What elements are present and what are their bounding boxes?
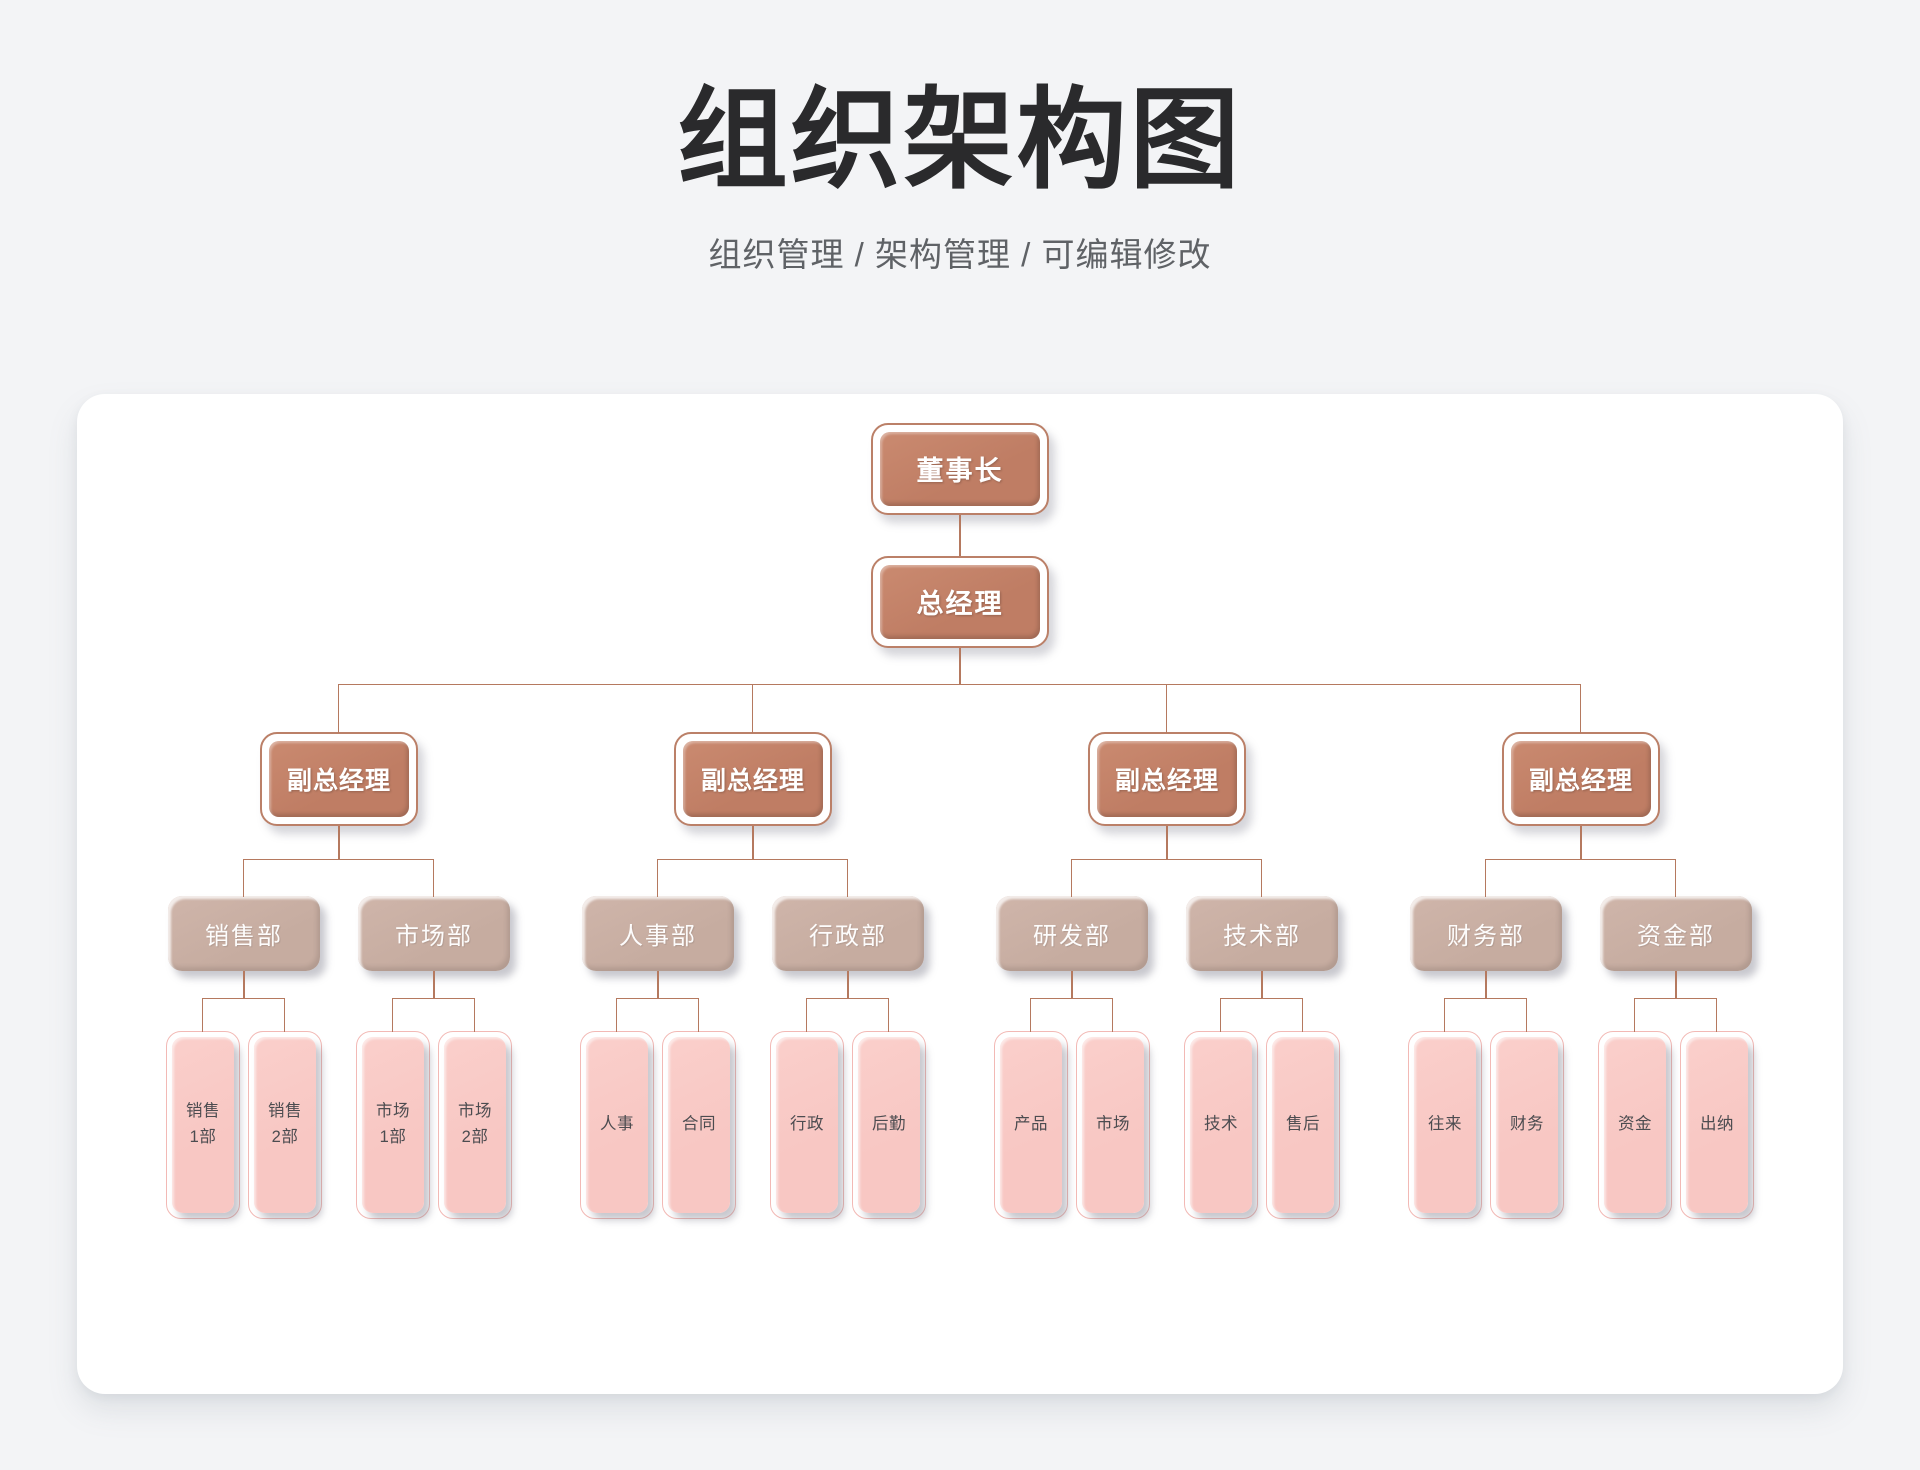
unit-label: 资金 <box>1604 1036 1666 1213</box>
node-unit-contract: 合同 <box>662 1030 736 1219</box>
node-general-manager: 总经理 <box>871 555 1049 648</box>
node-unit-aftersales: 售后 <box>1266 1030 1340 1219</box>
org-group-3: 副总经理 研发部 产品 <box>960 683 1375 1219</box>
node-unit-sales-2: 销售 2部 <box>248 1030 322 1219</box>
dept-hr: 人事部 人事 合同 <box>563 858 754 1219</box>
dept-marketing: 市场部 市场 1部 市场 2部 <box>338 858 529 1219</box>
unit-label: 销售 2部 <box>254 1036 316 1213</box>
node-unit-product: 产品 <box>994 1030 1068 1219</box>
units-row: 销售 1部 销售 2部 <box>162 970 326 1219</box>
unit-label: 财务 <box>1496 1036 1558 1213</box>
unit-item: 技术 <box>1180 997 1263 1219</box>
node-dept-sales: 销售部 <box>168 895 320 971</box>
units-row: 产品 市场 <box>990 970 1154 1219</box>
units-row: 技术 售后 <box>1180 970 1344 1219</box>
node-unit-logistics: 后勤 <box>852 1030 926 1219</box>
dept-admin: 行政部 行政 后勤 <box>752 858 943 1219</box>
unit-item: 出纳 <box>1675 997 1758 1219</box>
node-dept-tech: 技术部 <box>1186 895 1338 971</box>
unit-label: 产品 <box>1000 1036 1062 1213</box>
chart-card: 董事长 总经理 副总经理 销售部 <box>77 393 1843 1394</box>
node-unit-sales-1: 销售 1部 <box>166 1030 240 1219</box>
node-vice-gm-4: 副总经理 <box>1502 731 1660 826</box>
unit-item: 合同 <box>657 997 740 1219</box>
node-vice-gm-4-label: 副总经理 <box>1511 740 1651 817</box>
node-unit-cashier: 出纳 <box>1680 1030 1754 1219</box>
node-unit-tech: 技术 <box>1184 1030 1258 1219</box>
departments-row: 人事部 人事 合同 <box>563 825 943 1219</box>
dept-finance: 财务部 往来 财务 <box>1391 858 1582 1219</box>
node-vice-gm-1: 副总经理 <box>260 731 418 826</box>
departments-row: 研发部 产品 市场 <box>977 825 1357 1219</box>
units-row: 市场 1部 市场 2部 <box>352 970 516 1219</box>
node-vice-gm-3: 副总经理 <box>1088 731 1246 826</box>
org-group-2: 副总经理 人事部 人事 <box>546 683 961 1219</box>
unit-item: 产品 <box>990 997 1073 1219</box>
unit-label: 行政 <box>776 1036 838 1213</box>
unit-label: 合同 <box>668 1036 730 1213</box>
unit-label: 出纳 <box>1686 1036 1748 1213</box>
node-dept-finance: 财务部 <box>1410 895 1562 971</box>
dept-rnd: 研发部 产品 市场 <box>977 858 1168 1219</box>
node-general-manager-label: 总经理 <box>880 564 1040 639</box>
node-vice-gm-2: 副总经理 <box>674 731 832 826</box>
unit-label: 后勤 <box>858 1036 920 1213</box>
dept-sales: 销售部 销售 1部 销售 2部 <box>149 858 340 1219</box>
unit-label: 人事 <box>586 1036 648 1213</box>
unit-label: 市场 2部 <box>444 1036 506 1213</box>
node-unit-transactions: 往来 <box>1408 1030 1482 1219</box>
org-group-1: 副总经理 销售部 销售 1部 <box>132 683 547 1219</box>
unit-item: 资金 <box>1594 997 1677 1219</box>
org-group-4: 副总经理 财务部 往来 <box>1373 683 1788 1219</box>
unit-item: 行政 <box>766 997 849 1219</box>
unit-item: 销售 1部 <box>162 997 245 1219</box>
unit-label: 技术 <box>1190 1036 1252 1213</box>
node-chairman: 董事长 <box>871 422 1049 515</box>
unit-item: 后勤 <box>847 997 930 1219</box>
units-row: 行政 后勤 <box>766 970 930 1219</box>
vice-gm-row: 副总经理 销售部 销售 1部 <box>132 647 1788 1219</box>
node-dept-marketing: 市场部 <box>358 895 510 971</box>
units-row: 资金 出纳 <box>1594 970 1758 1219</box>
node-dept-funds: 资金部 <box>1600 895 1752 971</box>
units-row: 往来 财务 <box>1404 970 1568 1219</box>
node-unit-marketing-1: 市场 1部 <box>356 1030 430 1219</box>
node-unit-admin: 行政 <box>770 1030 844 1219</box>
unit-item: 财务 <box>1485 997 1568 1219</box>
unit-label: 销售 1部 <box>172 1036 234 1213</box>
units-row: 人事 合同 <box>576 970 740 1219</box>
org-chart: 董事长 总经理 副总经理 销售部 <box>77 394 1843 1219</box>
unit-label: 市场 <box>1082 1036 1144 1213</box>
node-vice-gm-3-label: 副总经理 <box>1097 740 1237 817</box>
departments-row: 财务部 往来 财务 <box>1391 825 1771 1219</box>
node-dept-rnd: 研发部 <box>996 895 1148 971</box>
unit-item: 市场 <box>1071 997 1154 1219</box>
node-unit-hr: 人事 <box>580 1030 654 1219</box>
unit-item: 市场 1部 <box>352 997 435 1219</box>
unit-item: 销售 2部 <box>243 997 326 1219</box>
node-chairman-label: 董事长 <box>880 431 1040 506</box>
dept-funds: 资金部 资金 出纳 <box>1580 858 1771 1219</box>
node-vice-gm-2-label: 副总经理 <box>683 740 823 817</box>
node-unit-finance: 财务 <box>1490 1030 1564 1219</box>
node-unit-marketing-2: 市场 2部 <box>438 1030 512 1219</box>
departments-row: 销售部 销售 1部 销售 2部 <box>149 825 529 1219</box>
unit-item: 往来 <box>1404 997 1487 1219</box>
page-title: 组织架构图 <box>677 79 1243 202</box>
node-unit-funds: 资金 <box>1598 1030 1672 1219</box>
unit-label: 市场 1部 <box>362 1036 424 1213</box>
unit-label: 售后 <box>1272 1036 1334 1213</box>
page-subtitle: 组织管理 / 架构管理 / 可编辑修改 <box>708 235 1212 273</box>
unit-item: 人事 <box>576 997 659 1219</box>
unit-label: 往来 <box>1414 1036 1476 1213</box>
node-unit-market: 市场 <box>1076 1030 1150 1219</box>
dept-tech: 技术部 技术 售后 <box>1166 858 1357 1219</box>
node-vice-gm-1-label: 副总经理 <box>269 740 409 817</box>
unit-item: 售后 <box>1261 997 1344 1219</box>
node-dept-hr: 人事部 <box>582 895 734 971</box>
connector-line <box>959 514 961 556</box>
unit-item: 市场 2部 <box>433 997 516 1219</box>
node-dept-admin: 行政部 <box>772 895 924 971</box>
